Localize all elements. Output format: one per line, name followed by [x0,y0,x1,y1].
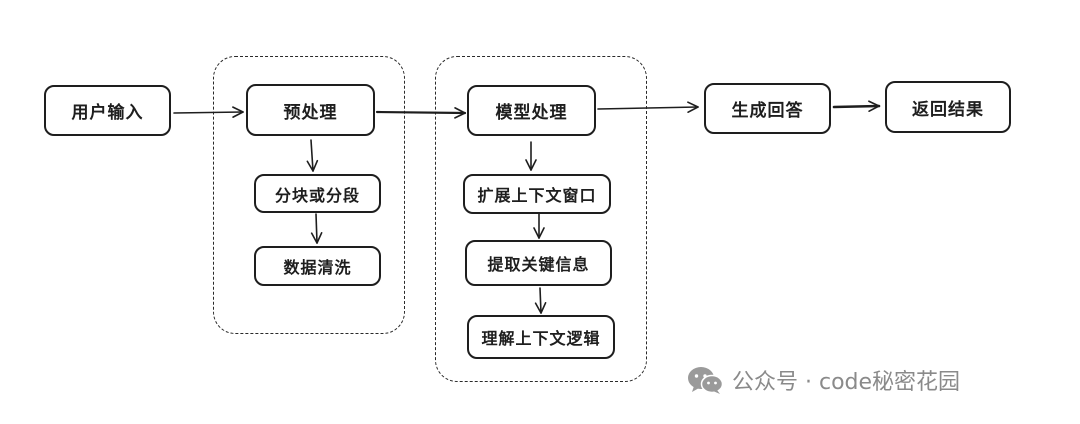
node-chunking: 分块或分段 [254,174,381,213]
node-user-input: 用户输入 [44,85,171,136]
watermark-text: 公众号 · code秘密花园 [732,370,961,395]
arrow-input-to-preprocess [173,106,244,118]
node-extract-info: 提取关键信息 [465,240,612,286]
node-extend-context: 扩展上下文窗口 [463,174,611,214]
preprocess-group [213,56,405,334]
wechat-icon [688,367,724,394]
arrow-extract-to-understand [534,287,547,314]
arrow-model-to-generate [597,101,699,113]
arrow-preprocess-to-chunking [306,139,319,172]
arrow-generate-to-return [832,100,881,113]
node-understand-logic: 理解上下文逻辑 [467,315,615,359]
arrow-preprocess-to-model [375,107,467,119]
node-return-result: 返回结果 [885,81,1011,133]
model-processing-group [435,56,647,382]
node-generate-answer: 生成回答 [704,83,831,134]
watermark: 公众号 · code秘密花园 [686,362,960,398]
arrow-chunking-to-cleaning [310,213,323,244]
node-preprocess: 预处理 [246,84,375,136]
node-model-processing: 模型处理 [467,85,596,136]
node-data-cleaning: 数据清洗 [254,246,381,286]
